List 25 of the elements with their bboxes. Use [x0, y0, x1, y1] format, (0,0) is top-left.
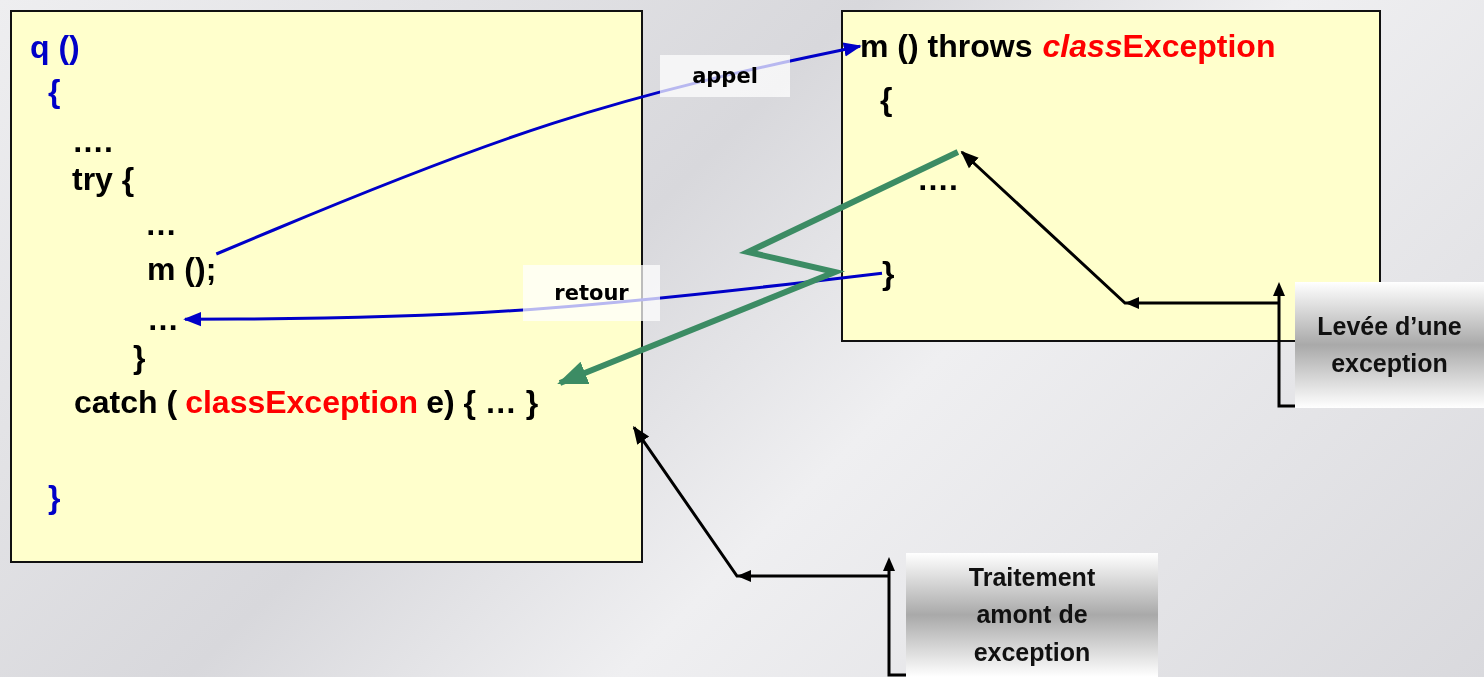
code-text: …: [147, 300, 179, 339]
code-text: }: [882, 254, 895, 293]
edge-label: retour: [523, 265, 660, 321]
callout-box: [1295, 282, 1484, 408]
code-text: try {: [72, 160, 135, 199]
code-text: …: [145, 205, 177, 244]
code-text: Exception: [1122, 28, 1276, 64]
callout-text: Traitement amont de exception: [967, 561, 1097, 668]
edge-label: appel: [660, 55, 790, 97]
code-text: }: [133, 338, 146, 377]
code-text: catch (: [74, 384, 178, 420]
callout-box: [906, 553, 1158, 677]
code-text: ….: [917, 160, 958, 199]
code-text: }: [48, 478, 61, 517]
code-text: class: [1042, 28, 1123, 64]
code-text: e) { … }: [426, 384, 539, 420]
code-text: m ();: [147, 250, 217, 289]
callout-text: Levée d’une exception: [1316, 310, 1463, 379]
code-panel: [10, 10, 643, 563]
code-text: classException: [185, 384, 419, 420]
code-text: q (): [30, 28, 80, 67]
code-text: {: [48, 72, 61, 111]
code-text: {: [880, 80, 893, 119]
code-text: m () throws: [860, 28, 1033, 64]
code-text: ….: [72, 122, 113, 161]
